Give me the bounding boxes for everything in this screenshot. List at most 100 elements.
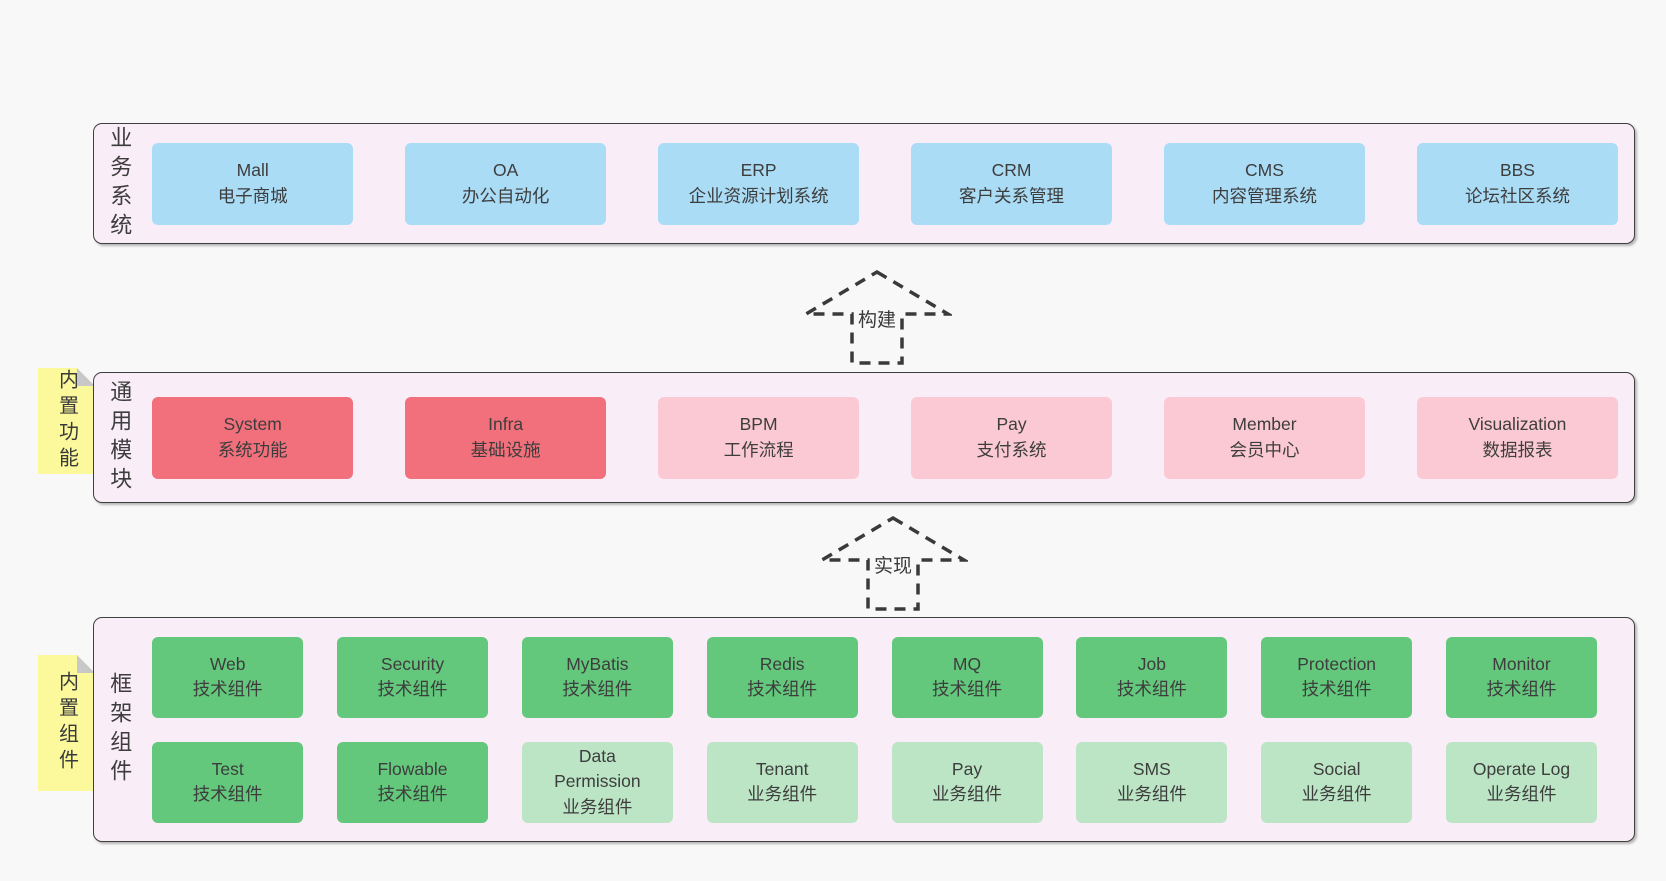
box-subtitle: 技术组件: [1486, 679, 1557, 699]
box-subtitle: 会员中心: [1229, 439, 1300, 460]
box-title: MQ: [952, 653, 982, 674]
box-member: Member 会员中心: [1164, 396, 1365, 479]
box-subtitle: 业务组件: [1116, 784, 1187, 804]
box-title: Job: [1137, 653, 1166, 674]
sticky-label: 内置组件: [55, 671, 78, 775]
box-title: Mall: [236, 160, 269, 181]
box-mall: Mall 电子商城: [152, 142, 354, 225]
box-subtitle: 客户关系管理: [959, 185, 1065, 206]
box-infra: Infra 基础设施: [405, 396, 607, 479]
box-security: Security 技术组件: [337, 636, 489, 718]
box-title: Visualization: [1468, 414, 1567, 435]
box-subtitle: 工作流程: [723, 439, 794, 460]
box-data-permission: Data Permission 业务组件: [521, 741, 673, 823]
sticky-note-builtin-components: 内置组件: [38, 655, 95, 791]
box-subtitle: 业务组件: [747, 784, 818, 804]
component-rows: Web 技术组件 Security 技术组件 MyBatis 技术组件 Redi…: [152, 636, 1597, 823]
box-subtitle: 支付系统: [976, 439, 1047, 460]
box-subtitle: 数据报表: [1482, 439, 1553, 460]
box-row: Test 技术组件 Flowable 技术组件 Data Permission …: [152, 741, 1597, 823]
box-protection: Protection 技术组件: [1261, 636, 1413, 718]
box-job: Job 技术组件: [1076, 636, 1228, 718]
box-subtitle: 技术组件: [192, 679, 263, 699]
box-title: SMS: [1132, 758, 1171, 779]
box-bpm: BPM 工作流程: [658, 396, 860, 479]
up-arrow-icon: [818, 515, 968, 611]
box-title: Data Permission: [554, 745, 641, 792]
box-title: OA: [492, 160, 519, 181]
box-subtitle: 企业资源计划系统: [688, 185, 829, 206]
box-erp: ERP 企业资源计划系统: [658, 142, 860, 225]
box-mq: MQ 技术组件: [891, 636, 1043, 718]
box-title: System: [223, 414, 282, 435]
box-social: Social 业务组件: [1261, 741, 1413, 823]
box-subtitle: 办公自动化: [461, 185, 550, 206]
box-title: Security: [380, 653, 445, 674]
arrow-label: 实现: [870, 550, 916, 579]
box-subtitle: 电子商城: [217, 185, 288, 206]
box-title: Infra: [488, 414, 524, 435]
box-subtitle: 技术组件: [1301, 679, 1372, 699]
box-row: Web 技术组件 Security 技术组件 MyBatis 技术组件 Redi…: [152, 636, 1597, 718]
box-title: Pay: [951, 758, 983, 779]
box-subtitle: 业务组件: [562, 796, 633, 817]
box-operate-log: Operate Log 业务组件: [1445, 741, 1597, 823]
box-mybatis: MyBatis 技术组件: [521, 636, 673, 718]
box-sms: SMS 业务组件: [1076, 741, 1228, 823]
dashed-up-arrow-build: 构建: [802, 268, 952, 368]
box-title: Tenant: [755, 758, 809, 779]
box-subtitle: 基础设施: [470, 439, 541, 460]
box-bbs: BBS 论坛社区系统: [1416, 142, 1618, 225]
box-title: Redis: [759, 653, 805, 674]
box-title: ERP: [740, 160, 777, 181]
box-subtitle: 技术组件: [192, 784, 263, 804]
box-title: BPM: [739, 414, 778, 435]
box-subtitle: 技术组件: [747, 679, 818, 699]
box-title: CRM: [991, 160, 1032, 181]
box-test: Test 技术组件: [152, 741, 304, 823]
arrow-label: 构建: [854, 304, 900, 333]
box-flowable: Flowable 技术组件: [337, 741, 489, 823]
box-title: MyBatis: [566, 653, 629, 674]
box-subtitle: 业务组件: [932, 784, 1002, 804]
box-row: Mall 电子商城 OA 办公自动化 ERP 企业资源计划系统 CRM 客户关系…: [152, 142, 1618, 225]
box-subtitle: 业务组件: [1486, 784, 1557, 804]
box-subtitle: 技术组件: [932, 679, 1002, 699]
box-title: Protection: [1297, 653, 1377, 674]
box-title: Member: [1232, 414, 1297, 435]
box-subtitle: 技术组件: [562, 679, 633, 699]
panel-framework-components: 框架组件 Web 技术组件 Security 技术组件 MyBatis 技术组件…: [93, 617, 1635, 842]
sticky-note-builtin-features: 内置功能: [38, 368, 95, 474]
box-subtitle: 技术组件: [377, 784, 448, 804]
box-subtitle: 技术组件: [1116, 679, 1187, 699]
box-web: Web 技术组件: [152, 636, 304, 718]
sticky-label: 内置功能: [55, 369, 78, 473]
box-title: CMS: [1245, 160, 1284, 181]
box-crm: CRM 客户关系管理: [911, 142, 1113, 225]
box-monitor: Monitor 技术组件: [1445, 636, 1597, 718]
box-system: System 系统功能: [152, 396, 354, 479]
box-title: Flowable: [377, 758, 448, 779]
box-title: Web: [209, 653, 246, 674]
box-cms: CMS 内容管理系统: [1164, 142, 1365, 225]
box-title: Monitor: [1492, 653, 1551, 674]
up-arrow-icon: [802, 269, 952, 365]
box-pay-system: Pay 支付系统: [911, 396, 1113, 479]
box-title: BBS: [1499, 160, 1535, 181]
panel-label: 业务系统: [107, 125, 133, 242]
box-subtitle: 系统功能: [217, 439, 288, 460]
box-pay-component: Pay 业务组件: [891, 741, 1043, 823]
box-title: Test: [211, 758, 244, 779]
box-subtitle: 业务组件: [1301, 784, 1372, 804]
dashed-up-arrow-implement: 实现: [818, 514, 968, 614]
box-subtitle: 内容管理系统: [1212, 185, 1317, 206]
box-title: Social: [1312, 758, 1361, 779]
box-tenant: Tenant 业务组件: [706, 741, 858, 823]
panel-label: 框架组件: [107, 671, 133, 788]
box-title: Pay: [996, 414, 1027, 435]
box-redis: Redis 技术组件: [706, 636, 858, 718]
panel-common-modules: 通用模块 System 系统功能 Infra 基础设施 BPM 工作流程 Pay…: [93, 372, 1635, 503]
box-oa: OA 办公自动化: [405, 142, 607, 225]
box-subtitle: 技术组件: [377, 679, 448, 699]
